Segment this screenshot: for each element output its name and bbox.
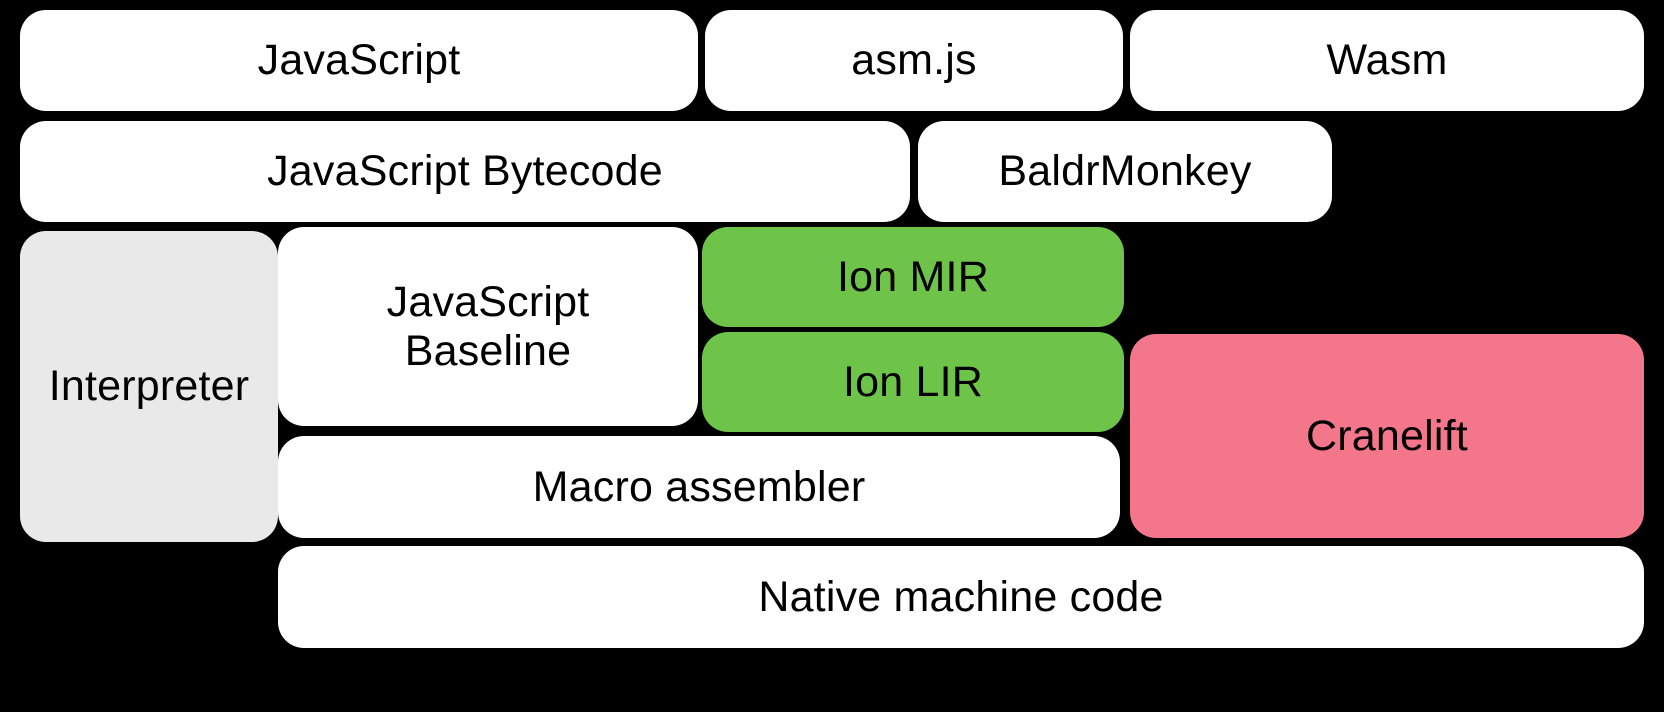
node-javascript-baseline[interactable]: JavaScript Baseline <box>278 227 698 426</box>
node-ion-mir[interactable]: Ion MIR <box>702 227 1124 327</box>
node-asmjs[interactable]: asm.js <box>705 10 1123 111</box>
node-native-machine-code[interactable]: Native machine code <box>278 546 1644 648</box>
node-javascript-bytecode[interactable]: JavaScript Bytecode <box>20 121 910 222</box>
node-baldrmonkey[interactable]: BaldrMonkey <box>918 121 1332 222</box>
node-cranelift[interactable]: Cranelift <box>1130 334 1644 538</box>
node-wasm[interactable]: Wasm <box>1130 10 1644 111</box>
node-interpreter[interactable]: Interpreter <box>20 231 278 542</box>
node-macro-assembler[interactable]: Macro assembler <box>278 436 1120 538</box>
node-javascript[interactable]: JavaScript <box>20 10 698 111</box>
node-ion-lir[interactable]: Ion LIR <box>702 332 1124 432</box>
